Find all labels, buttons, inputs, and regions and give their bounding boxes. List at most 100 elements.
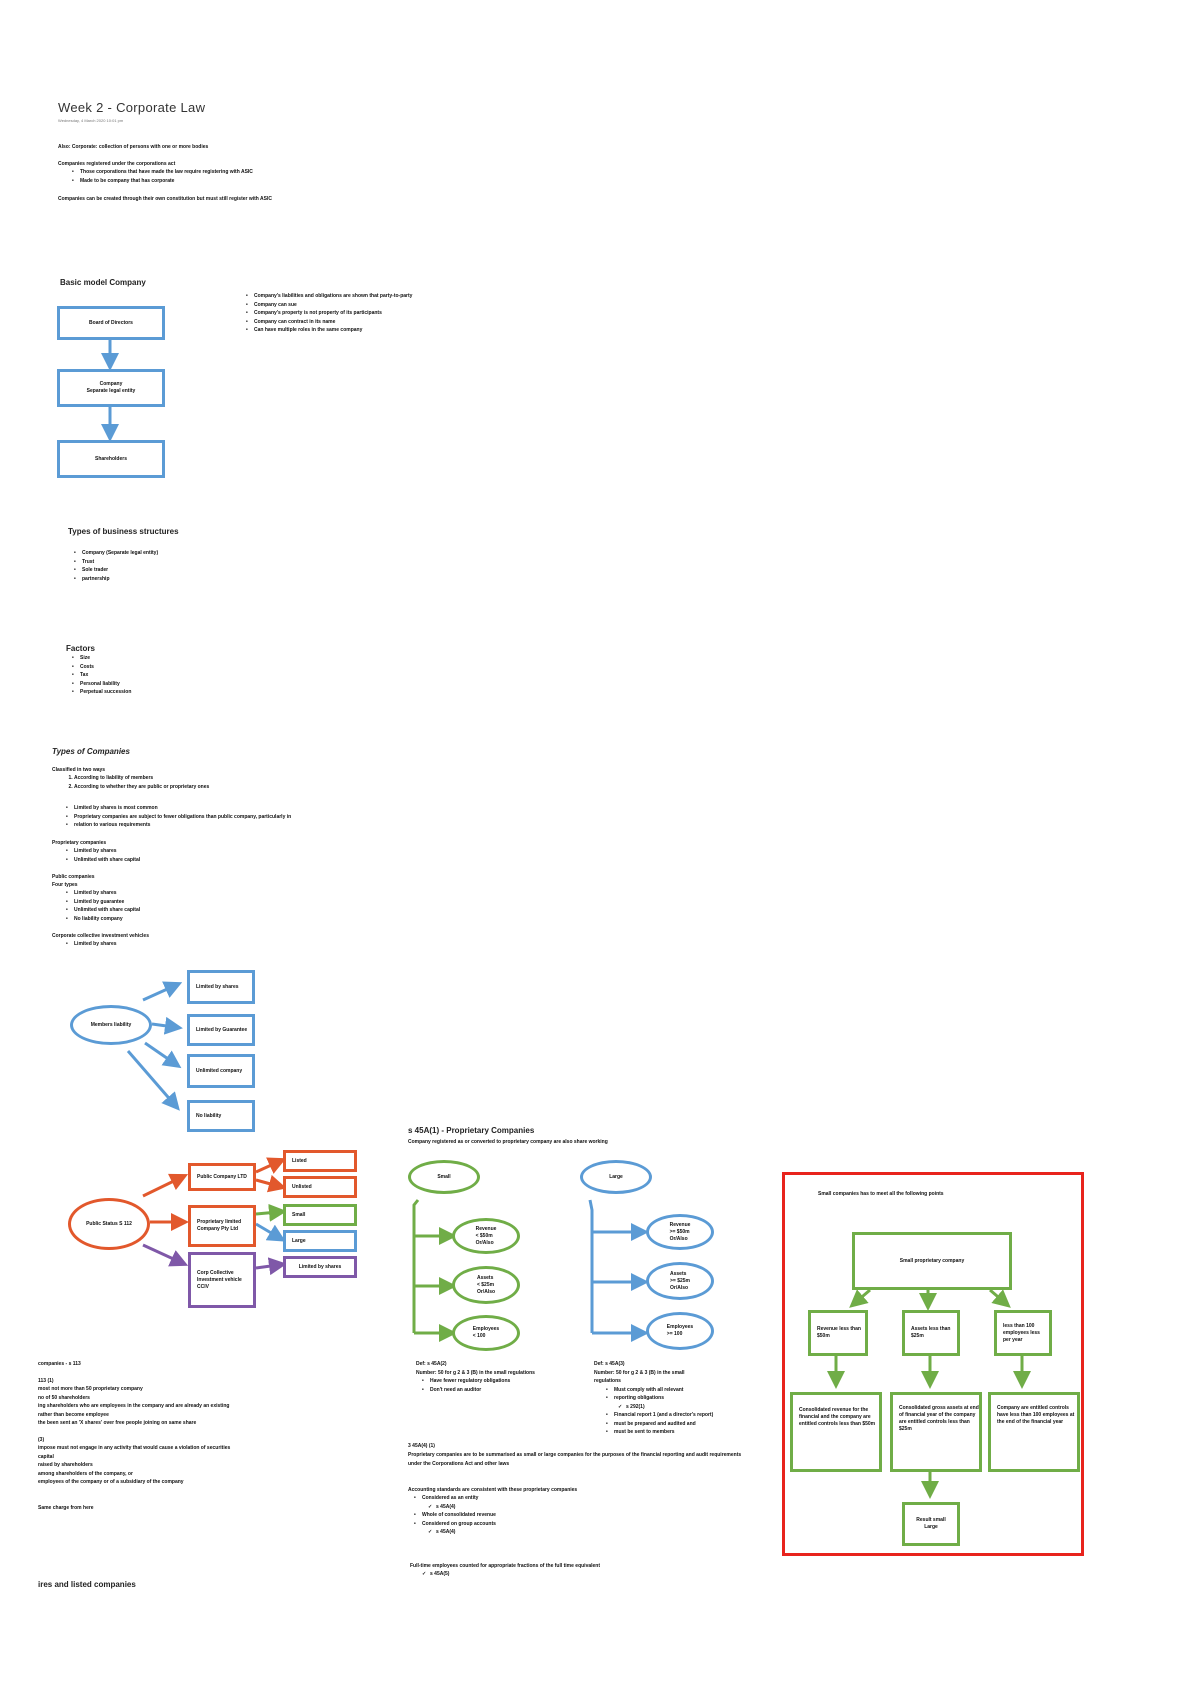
list-item: Company can contract in its name: [246, 318, 412, 327]
small-notes-bottom: ires and listed companies: [38, 1580, 136, 1589]
large-oval: Large: [580, 1160, 652, 1194]
list-item: Don't need an auditor: [422, 1386, 535, 1395]
small-notes-foot: Same charge from here: [38, 1505, 94, 1511]
note-line: capital: [38, 1453, 54, 1460]
list-item: Company (Separate legal entity): [74, 549, 158, 558]
note-line: Number: 50 for g 2 & 3 (B) in the small: [594, 1369, 685, 1376]
intro-line-2: Companies registered under the corporati…: [58, 161, 176, 167]
small-prop-notes: Def: s 45A(2) Number: 50 for g 2 & 3 (B)…: [416, 1360, 535, 1394]
list-item: Unlimited with share capital: [66, 906, 140, 915]
large-employees-oval: Employees >= 100: [646, 1312, 714, 1350]
prop-companies-sub: Company registered as or converted to pr…: [408, 1139, 608, 1145]
listed-box: Listed: [283, 1150, 357, 1172]
note-line: among shareholders of the company, or: [38, 1470, 133, 1477]
cci-heading: Corporate collective investment vehicles: [52, 933, 149, 939]
proprietary-company-box: Proprietary limited Company Pty Ltd: [188, 1205, 256, 1247]
classified-list: According to liability of members Accord…: [52, 774, 209, 791]
pub-list: Limited by shares Limited by guarantee U…: [52, 889, 140, 923]
cci-list: Limited by shares: [52, 940, 116, 949]
list-item-continued: reporting obligations: [606, 1394, 713, 1403]
small-assets-oval: Assets < $25m Or/Also: [452, 1266, 520, 1304]
ccv-box: Corp Collective Investment vehicle CCIV: [188, 1252, 256, 1308]
small-notes-heading: companies - s 113: [38, 1361, 81, 1367]
small-revenue-oval: Revenue < $50m Or/Also: [452, 1218, 520, 1254]
list-item-continued: must be sent to members: [606, 1428, 713, 1437]
limited-by-guarantee-box: Limited by Guarantee: [187, 1014, 255, 1046]
s45a-text: Proprietary companies are to be summaris…: [408, 1451, 741, 1468]
public-company-box: Public Company LTD: [188, 1163, 256, 1191]
large-box: Large: [283, 1230, 357, 1252]
test-caption: Small companies has to meet all the foll…: [818, 1191, 944, 1197]
unlimited-company-box: Unlimited company: [187, 1054, 255, 1088]
list-item: Made to be company that has corporate: [72, 177, 253, 186]
note-line: Number: 50 for g 2 & 3 (B) in the small …: [416, 1369, 535, 1376]
list-item: Limited by shares: [66, 847, 140, 856]
list-item: Financial report 1 (and a director's rep…: [606, 1411, 713, 1420]
types-bullets: Limited by shares is most common Proprie…: [52, 804, 291, 830]
prop-heading: Proprietary companies: [52, 840, 107, 846]
prop-list: Limited by shares Unlimited with share c…: [52, 847, 140, 864]
pub-heading: Public companies: [52, 874, 95, 880]
small-employees-oval: Employees < 100: [452, 1315, 520, 1351]
large-prop-notes: Def: s 45A(3) Number: 50 for g 2 & 3 (B)…: [594, 1360, 713, 1437]
list-item: Sole trader: [74, 566, 158, 575]
types-companies-heading: Types of Companies: [52, 747, 130, 756]
list-item: Limited by shares: [66, 889, 140, 898]
list-item: Can have multiple roles in the same comp…: [246, 326, 412, 335]
note-line: no of 50 shareholders: [38, 1394, 90, 1401]
list-item: Company's liabilities and obligations ar…: [246, 292, 412, 301]
list-item: Have fewer regulatory obligations: [422, 1377, 535, 1386]
no-liability-box: No liability: [187, 1100, 255, 1132]
acct-list: Considered as an entity s 45A(4) Whole o…: [408, 1494, 496, 1537]
list-item: Company can sue: [246, 301, 412, 310]
note-line: regulations: [594, 1378, 621, 1384]
list-item: Perpetual succession: [72, 688, 131, 697]
acct-heading: Accounting standards are consistent with…: [408, 1487, 578, 1493]
list-item-continued: relation to various requirements: [66, 821, 291, 830]
s45a-heading: 3 45A(4) (1): [408, 1443, 435, 1449]
list-item-continued: must be prepared and audited and: [606, 1420, 713, 1429]
list-item: Proprietary companies are subject to few…: [66, 813, 291, 822]
factors-list: Size Costs Tax Personal liability Perpet…: [58, 654, 131, 697]
note-line: ing shareholders who are employees in th…: [38, 1403, 230, 1409]
note-line: the been sent an 'X shares' over free pe…: [38, 1420, 197, 1426]
small-notes-b: impose must not engage in any activity t…: [38, 1444, 230, 1487]
list-item: Trust: [74, 558, 158, 567]
note-line: Proprietary companies are to be summaris…: [408, 1452, 742, 1458]
business-structures-list: Company (Separate legal entity) Trust So…: [60, 549, 158, 583]
list-item: No liability company: [66, 915, 140, 924]
assets-test-box: Assets less than $25m: [902, 1310, 960, 1356]
check-item: s 45A(4): [428, 1503, 496, 1512]
basic-model-bullets: Company's liabilities and obligations ar…: [232, 292, 412, 335]
list-item: Must comply with all relevant: [606, 1386, 713, 1395]
list-item: Whole of consolidated revenue: [414, 1511, 496, 1520]
list-item: According to whether they are public or …: [74, 783, 209, 792]
note-line: under the Corporations Act and other law…: [408, 1460, 510, 1467]
list-item: Costs: [72, 663, 131, 672]
note-line: employees of the company or of a subsidi…: [38, 1479, 184, 1485]
list-item: Unlimited with share capital: [66, 856, 140, 865]
list-item: Limited by shares: [66, 940, 116, 949]
note-line: impose must not engage in any activity t…: [38, 1445, 231, 1451]
intro-line-1: Also: Corporate: collection of persons w…: [58, 144, 209, 150]
intro-bullets: Those corporations that have made the la…: [58, 168, 253, 185]
ft-line: Full-time employees counted for appropri…: [410, 1563, 601, 1569]
prop-companies-heading: s 45A(1) - Proprietary Companies: [408, 1126, 535, 1135]
small-notes-a-heading: 113 (1): [38, 1378, 54, 1384]
small-notes-a: most not more than 50 proprietary compan…: [38, 1385, 229, 1428]
list-item: Limited by guarantee: [66, 898, 140, 907]
basic-model-heading: Basic model Company: [60, 278, 146, 287]
result-box: Result small Large: [902, 1502, 960, 1546]
consolidated-revenue-box: Consolidated revenue for the financial a…: [790, 1392, 882, 1472]
note-line: Def: s 45A(3): [594, 1361, 625, 1367]
check-item: s 292(1): [618, 1403, 713, 1412]
large-revenue-oval: Revenue >= $50m Or/Also: [646, 1214, 714, 1250]
small-company-test-frame: [782, 1172, 1084, 1556]
employees-test-box: less than 100 employees less per year: [994, 1310, 1052, 1356]
classified-line: Classified in two ways: [52, 767, 106, 773]
consolidated-assets-box: Consolidated gross assets at end of fina…: [890, 1392, 982, 1472]
limited-by-shares-ccv-box: Limited by shares: [283, 1256, 357, 1278]
list-item: Personal liability: [72, 680, 131, 689]
note-line: most not more than 50 proprietary compan…: [38, 1386, 143, 1392]
